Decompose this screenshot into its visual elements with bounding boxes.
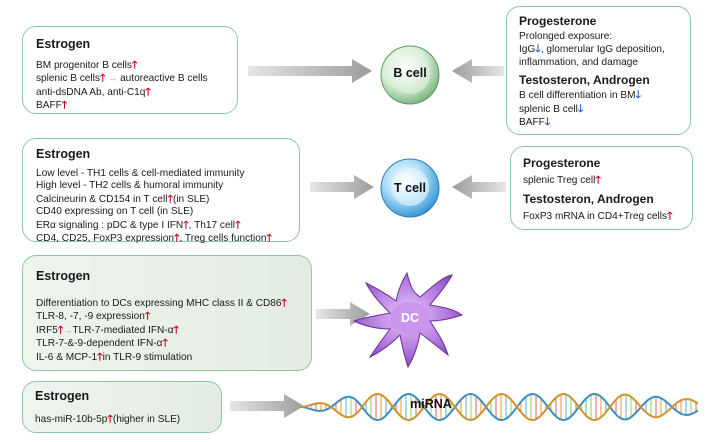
up-arrow-icon: 🡑 — [667, 210, 673, 223]
b-progesterone-line-3: inflammation, and damage — [519, 56, 638, 68]
up-arrow-icon: 🡑 — [57, 323, 64, 336]
dna-helix-icon — [300, 392, 698, 422]
b-estrogen-line-3: anti-dsDNA Ab, anti-C1q🡑 — [36, 85, 151, 98]
t-estrogen-title: Estrogen — [36, 147, 91, 161]
t-estrogen-line-4: CD40 expressing on T cell (in SLE) — [36, 206, 194, 218]
right-arrow-icon: → — [108, 73, 118, 84]
b-androgen-title: Testosteron, Androgen — [519, 73, 650, 88]
right-arrow-icon: → — [63, 324, 73, 335]
t-progesterone-arrow — [452, 175, 506, 199]
mirna-label: miRNA — [410, 397, 452, 411]
dendritic-cell-icon — [352, 271, 464, 369]
down-arrow-icon: 🡓 — [535, 43, 541, 56]
up-arrow-icon: 🡑 — [183, 218, 189, 231]
b-estrogen-arrow — [248, 59, 372, 83]
up-arrow-icon: 🡑 — [235, 218, 241, 231]
b-estrogen-title: Estrogen — [36, 37, 91, 51]
up-arrow-icon: 🡑 — [99, 72, 106, 85]
b-progesterone-line-2: IgG🡓, glomerular IgG deposition, — [519, 43, 665, 56]
b-estrogen-line-4: BAFF🡑 — [36, 99, 68, 112]
t-estrogen-arrow — [310, 175, 374, 199]
t-cell-estrogen-box: Estrogen Low level - TH1 cells & cell-me… — [22, 138, 300, 245]
b-cell-estrogen-box: Estrogen BM progenitor B cells🡑 splenic … — [22, 26, 238, 114]
t-cell-icon — [380, 158, 440, 218]
up-arrow-icon: 🡑 — [174, 232, 180, 245]
t-estrogen-line-1: Low level - TH1 cells & cell-mediated im… — [36, 168, 245, 179]
up-arrow-icon: 🡑 — [131, 59, 138, 71]
t-cell-progesterone-box: Progesterone splenic Treg cell🡑 Testoste… — [510, 146, 693, 230]
t-androgen-title: Testosteron, Androgen — [523, 192, 654, 207]
up-arrow-icon: 🡑 — [145, 85, 151, 98]
up-arrow-icon: 🡑 — [595, 174, 601, 186]
dc-estrogen-title: Estrogen — [36, 269, 91, 283]
mirna-estrogen-line-1: has-miR-10b-5p🡑(higher in SLE) — [35, 413, 181, 425]
up-arrow-icon: 🡑 — [281, 297, 287, 309]
up-arrow-icon: 🡑 — [266, 232, 272, 245]
b-androgen-line-1: B cell differentiation in BM🡓 — [519, 89, 641, 102]
dc-estrogen-line-1: Differentiation to DCs expressing MHC cl… — [36, 297, 287, 309]
mirna-estrogen-arrow — [230, 394, 304, 418]
t-progesterone-title: Progesterone — [523, 156, 601, 170]
up-arrow-icon: 🡑 — [167, 192, 173, 205]
dc-estrogen-line-5: IL-6 & MCP-1🡑in TLR-9 stimulation — [36, 350, 193, 363]
dc-estrogen-line-3: IRF5🡑→TLR-7-mediated IFN-α🡑 — [36, 323, 180, 336]
up-arrow-icon: 🡑 — [162, 337, 168, 350]
down-arrow-icon: 🡓 — [577, 102, 584, 115]
b-androgen-line-2: splenic B cell🡓 — [519, 102, 584, 115]
dc-label: DC — [400, 311, 420, 325]
b-cell-icon — [380, 45, 440, 105]
b-progesterone-arrow — [452, 59, 504, 83]
dc-estrogen-box: Estrogen Differentiation to DCs expressi… — [22, 255, 312, 371]
t-estrogen-line-5: ERα signaling : pDC & type I IFN🡑, Th17 … — [36, 218, 241, 231]
mirna-estrogen-title: Estrogen — [35, 389, 90, 403]
b-progesterone-line-1: Prolonged exposure: — [519, 31, 613, 42]
b-cell-label: B cell — [393, 66, 427, 80]
t-estrogen-line-3: Calcineurin & CD154 in T cell🡑(in SLE) — [36, 192, 210, 205]
down-arrow-icon: 🡓 — [635, 89, 641, 102]
up-arrow-icon: 🡑 — [61, 99, 68, 112]
t-androgen-line-1: FoxP3 mRNA in CD4+Treg cells🡑 — [523, 210, 673, 223]
mirna-estrogen-box: Estrogen has-miR-10b-5p🡑(higher in SLE) — [22, 381, 222, 433]
b-cell-progesterone-box: Progesterone Prolonged exposure: IgG🡓, g… — [506, 6, 691, 135]
up-arrow-icon: 🡑 — [107, 413, 113, 425]
t-estrogen-line-6: CD4, CD25, FoxP3 expression🡑, Treg cells… — [36, 232, 272, 245]
b-progesterone-title: Progesterone — [519, 14, 597, 28]
b-androgen-line-3: BAFF🡓 — [519, 116, 551, 129]
t-cell-label: T cell — [394, 181, 426, 195]
t-progesterone-line-1: splenic Treg cell🡑 — [523, 174, 601, 186]
up-arrow-icon: 🡑 — [97, 350, 103, 363]
up-arrow-icon: 🡑 — [144, 310, 151, 323]
dc-estrogen-line-2: TLR-8, -7, -9 expression🡑 — [36, 310, 151, 323]
down-arrow-icon: 🡓 — [544, 116, 551, 129]
b-estrogen-line-1: BM progenitor B cells🡑 — [36, 59, 138, 71]
b-estrogen-line-2: splenic B cells🡑 → autoreactive B cells — [36, 72, 208, 85]
up-arrow-icon: 🡑 — [173, 323, 180, 336]
dc-estrogen-line-4: TLR-7-&-9-dependent IFN-α🡑 — [36, 337, 168, 350]
t-estrogen-line-2: High level - TH2 cells & humoral immunit… — [36, 180, 224, 192]
